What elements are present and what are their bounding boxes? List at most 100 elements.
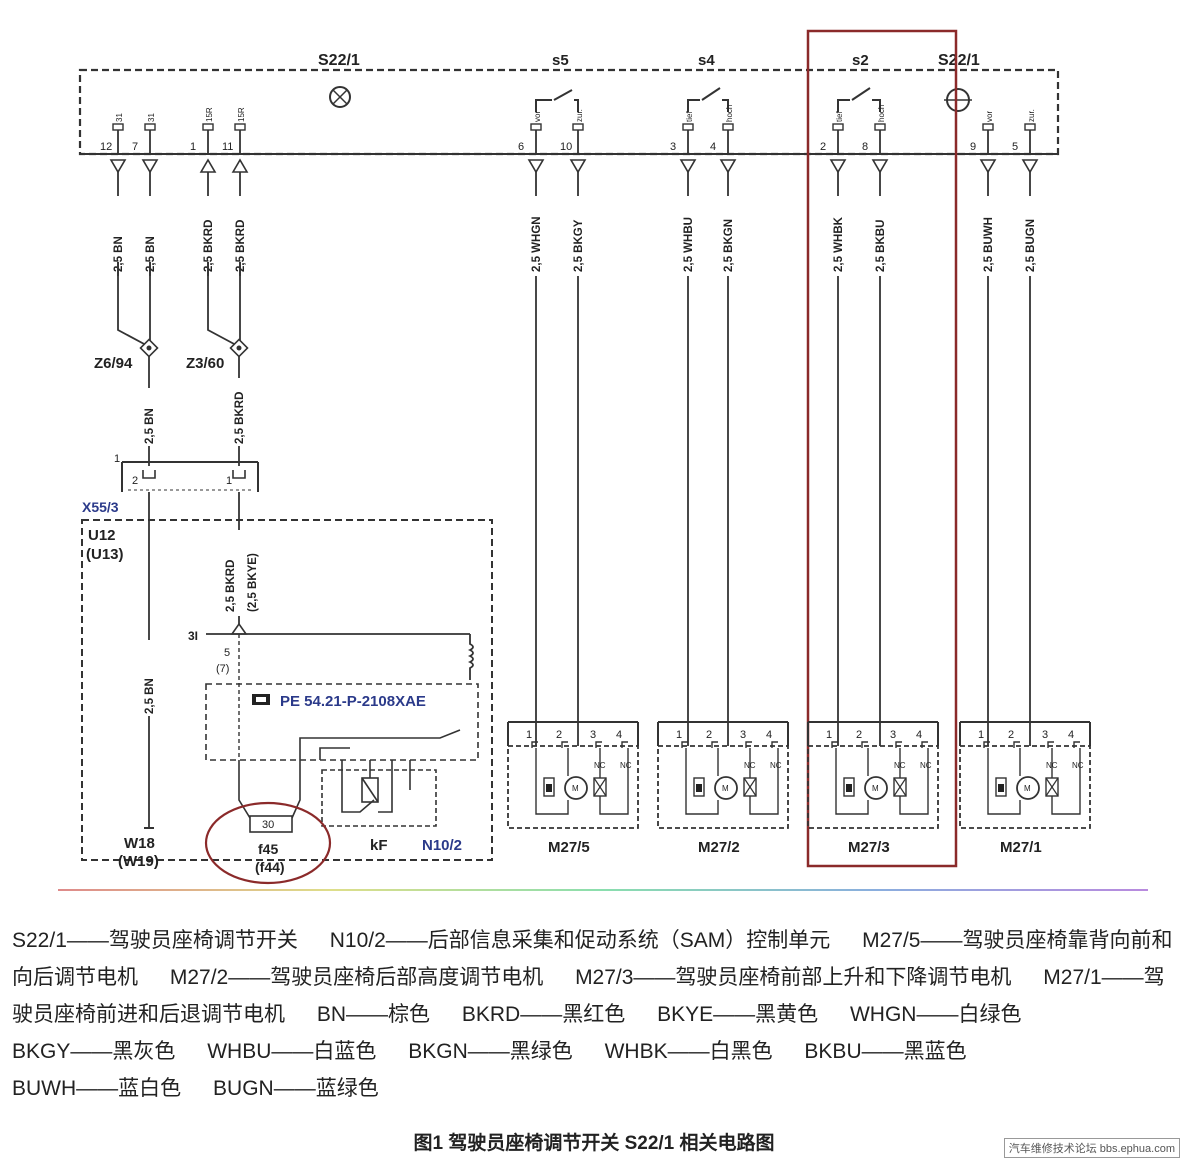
relay-kf-icon: [341, 760, 411, 813]
lamp-icon: [329, 86, 351, 108]
legend-item: WHGN——白绿色: [849, 1003, 1022, 1026]
legend-item: N10/2——后部信息采集和促动系统（SAM）控制单元: [329, 929, 831, 952]
terminal-tag: 15R: [237, 107, 246, 122]
terminal-pin: 10: [560, 141, 572, 153]
wire-label: 2,5 BN: [145, 236, 157, 272]
motor-pin: 4: [616, 729, 622, 741]
motor-name: M27/2: [698, 839, 740, 856]
terminal-tag: zur.: [1027, 109, 1036, 122]
thermal-switch-icon: [743, 777, 757, 797]
motor-pin: 3: [1042, 729, 1048, 741]
motor-pin: 3: [590, 729, 596, 741]
thermal-switch-icon: [1045, 777, 1059, 797]
legend-item: BKYE——黑黄色: [657, 1003, 819, 1026]
nc-label: NC: [744, 761, 756, 770]
switch-label-left: S22/1: [318, 52, 360, 69]
motor-pin: 2: [556, 729, 562, 741]
terminal-tag: 31: [115, 113, 124, 122]
splice-z360-label: Z3/60: [186, 355, 224, 372]
wire-label: 2,5 BUWH: [983, 217, 995, 272]
motor-pin: 2: [1008, 729, 1014, 741]
motor-pin: 3: [890, 729, 896, 741]
terminal-pin: 12: [100, 141, 112, 153]
wire-label: 2,5 BUGN: [1025, 219, 1037, 272]
legend-item: BKBU——黑蓝色: [804, 1040, 967, 1063]
legend-item: BN——棕色: [316, 1003, 431, 1026]
wire-label: 2,5 BKRD: [203, 220, 215, 272]
sam-u13-label: (U13): [86, 546, 124, 563]
motor-pin: 4: [1068, 729, 1074, 741]
connector-pin-b: 1: [226, 475, 232, 487]
wire-bn-mid: 2,5 BN: [144, 408, 156, 444]
terminal-tag: tief: [835, 111, 844, 122]
motor-name: M27/1: [1000, 839, 1042, 856]
wire-label: 2,5 WHBU: [683, 217, 695, 272]
motor-pin: 1: [526, 729, 532, 741]
terminal: zur. 5 2,5 BUGN: [1012, 109, 1039, 740]
motor-icon: M: [564, 776, 588, 800]
motor-symbol: M: [572, 784, 579, 793]
motor-name: M27/3: [848, 839, 890, 856]
terminal-pin: 2: [820, 141, 826, 153]
sam-pin5: 5: [224, 647, 230, 659]
terminal-pin: 5: [1012, 141, 1018, 153]
reference-code: PE 54.21-P-2108XAE: [280, 693, 426, 710]
legend-item: BUWH——蓝白色: [12, 1077, 182, 1100]
ground-w19: (W19): [118, 853, 159, 870]
legend-item: BKGN——黑绿色: [408, 1040, 573, 1063]
terminal: tief 2 2,5 WHBK: [820, 111, 847, 740]
switch-s4-label: s4: [698, 52, 715, 69]
legend-item: M27/5——驾驶员座椅靠背向前和向后调节电机: [12, 929, 1173, 989]
terminal-pin: 7: [132, 141, 138, 153]
motor-symbol: M: [872, 784, 879, 793]
relay-kf-label: kF: [370, 837, 388, 854]
legend-item: M27/2——驾驶员座椅后部高度调节电机: [169, 966, 544, 989]
connector-pin-outer: 1: [114, 453, 120, 465]
terminal: 31 7 2,5 BN: [132, 113, 159, 276]
thermal-switch-icon: [893, 777, 907, 797]
nc-label: NC: [770, 761, 782, 770]
ground-w18: W18: [124, 835, 155, 852]
legend-item: WHBK——白黑色: [604, 1040, 773, 1063]
motor-icon: M: [864, 776, 888, 800]
switch-s5-contact-icon: [535, 89, 579, 112]
terminal-pin: 3: [670, 141, 676, 153]
wire-label: 2,5 WHBK: [833, 216, 845, 272]
nc-label: NC: [1046, 761, 1058, 770]
sam-u12-label: U12: [88, 527, 116, 544]
switch-s2-contact-icon: [837, 87, 881, 112]
fuse-highlight-ring: [204, 801, 332, 885]
terminal-pin: 11: [222, 141, 233, 153]
terminal-pin: 1: [190, 141, 196, 153]
splice-z694-icon: [139, 338, 159, 358]
connector-pin-a: 2: [132, 475, 138, 487]
fuse-value: 30: [262, 819, 274, 831]
motor-pin: 4: [766, 729, 772, 741]
coil-icon: [467, 634, 474, 680]
nc-label: NC: [920, 761, 932, 770]
motor-icon: M: [1016, 776, 1040, 800]
wire-label: 2,5 WHGN: [531, 216, 543, 272]
wire-bn-ground: 2,5 BN: [144, 678, 156, 714]
legend-item: M27/1——驾驶员座椅前进和后退调节电机: [12, 966, 1165, 1026]
fuse-f45-icon: [249, 815, 293, 833]
terminal-tag: 15R: [205, 107, 214, 122]
motor-pin: 1: [978, 729, 984, 741]
wire-label: 2,5 BKGY: [573, 219, 585, 272]
connector-x553: [121, 461, 259, 492]
fuse-f44-label: (f44): [255, 859, 285, 875]
motor-symbol: M: [1024, 784, 1031, 793]
sam-pin7: (7): [216, 663, 229, 675]
wire-label: 2,5 BKGN: [723, 219, 735, 272]
legend-item: S22/1——驾驶员座椅调节开关: [12, 929, 298, 952]
divider-line: [58, 889, 1148, 891]
terminal-tag: 31: [147, 113, 156, 122]
wire-label: 2,5 BKBU: [875, 220, 887, 272]
